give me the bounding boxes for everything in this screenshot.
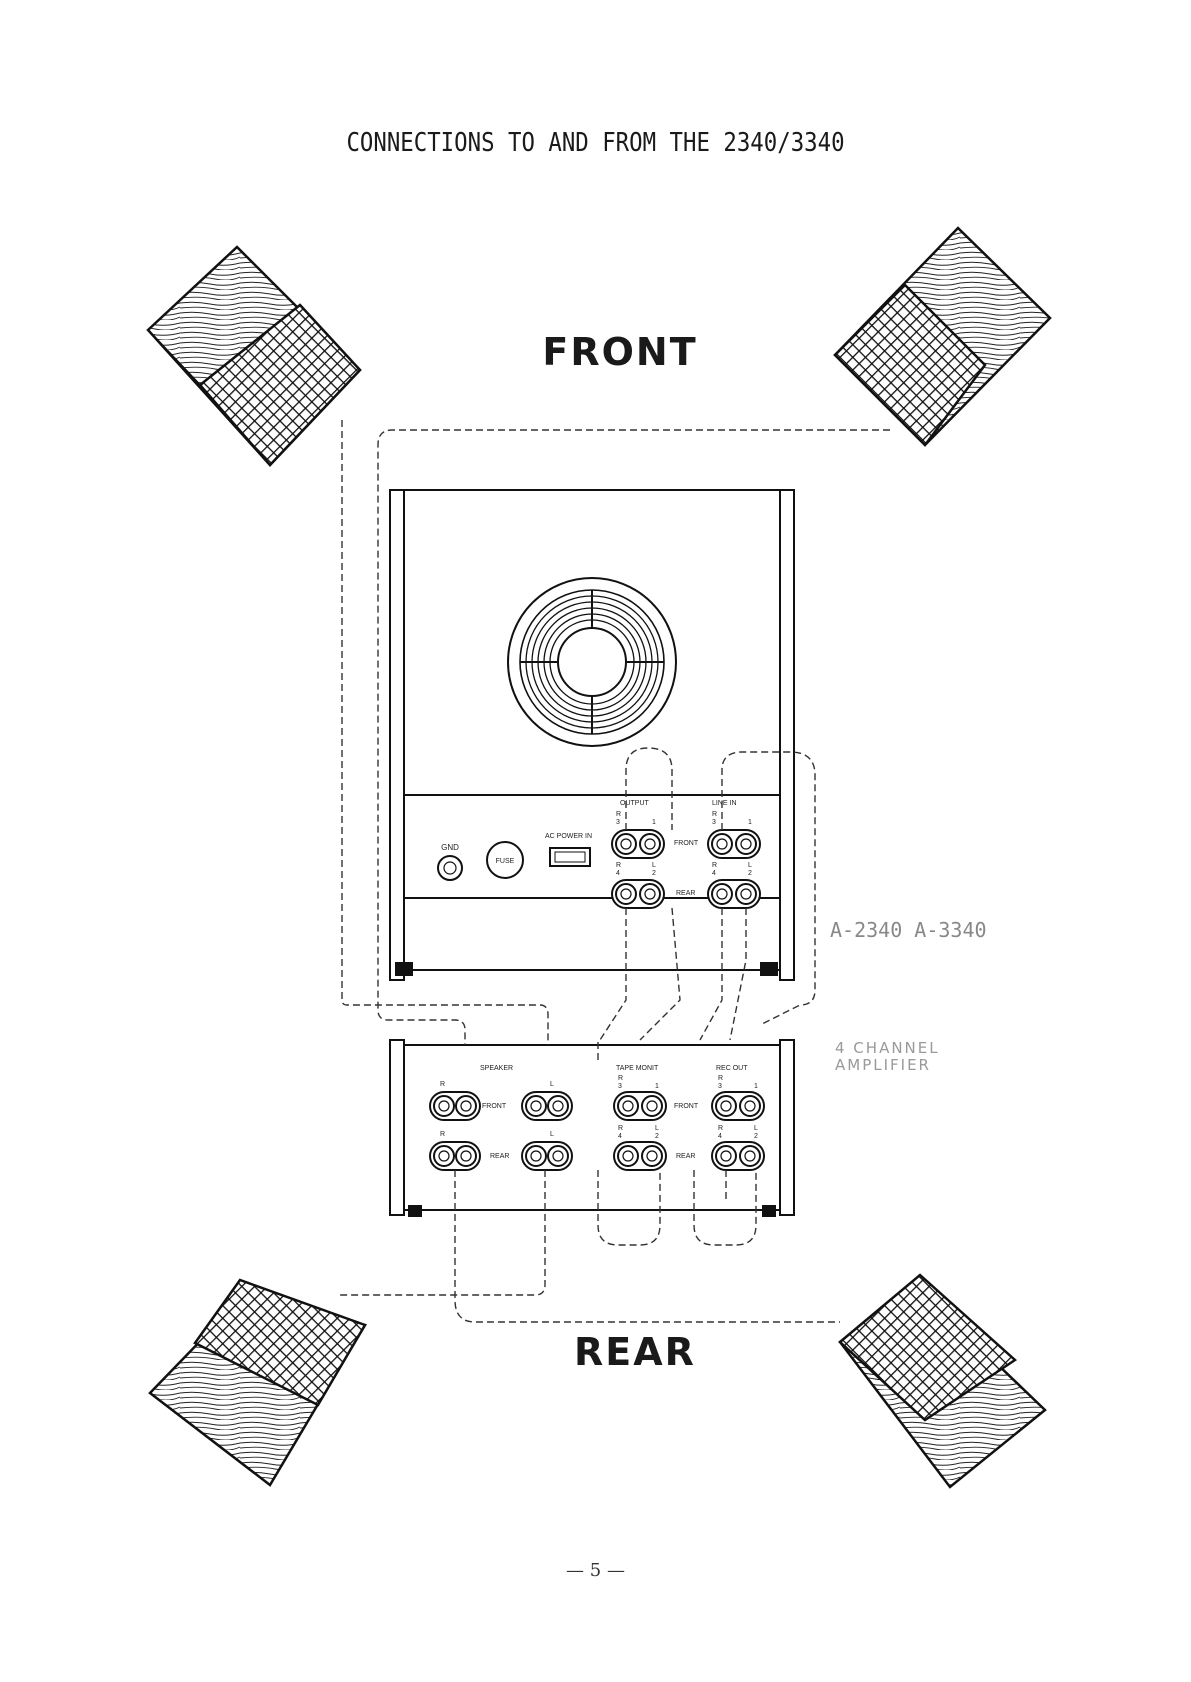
deck-in-r2: R — [712, 862, 717, 869]
speaker-front-left — [148, 247, 360, 465]
deck-front-label: FRONT — [674, 840, 699, 847]
amp-tm-l: L — [655, 1125, 659, 1132]
amp-ro-ch1: 1 — [754, 1083, 758, 1090]
amplifier-label: 4 CHANNEL AMPLIFIER — [835, 1040, 995, 1074]
speaker-rear-right — [840, 1275, 1045, 1487]
deck-in-l: L — [748, 862, 752, 869]
amp-ro-r: R — [718, 1075, 723, 1082]
amp-ro-ch2: 2 — [754, 1133, 758, 1140]
deck-in-ch1: 1 — [748, 819, 752, 826]
amplifier-unit: SPEAKER TAPE MONIT REC OUT R L R 3 1 R 3… — [390, 1040, 794, 1217]
deck-out-r2: R — [616, 862, 621, 869]
amp-spk-r: R — [440, 1081, 445, 1088]
deck-out-l: L — [652, 862, 656, 869]
deck-output-label: OUTPUT — [620, 800, 650, 807]
speaker-front-right — [835, 228, 1050, 445]
amp-rec-out-label: REC OUT — [716, 1065, 748, 1072]
speaker-rear-left — [150, 1280, 365, 1485]
deck-in-ch2: 2 — [748, 870, 752, 877]
tape-reel — [508, 578, 676, 746]
amp-tm-ch1: 1 — [655, 1083, 659, 1090]
model-label: A-2340 A-3340 — [830, 918, 987, 942]
amp-ro-ch4: 4 — [718, 1133, 722, 1140]
fuse-holder: FUSE — [487, 842, 523, 878]
amp-spk-front-label: FRONT — [482, 1103, 507, 1110]
ac-power-inlet: AC POWER IN — [545, 833, 592, 866]
amp-tm-r: R — [618, 1075, 623, 1082]
deck-out-ch4: 4 — [616, 870, 620, 877]
deck-in-ch4: 4 — [712, 870, 716, 877]
amp-tm-front-label: FRONT — [674, 1103, 699, 1110]
fuse-label: FUSE — [496, 858, 515, 865]
amp-spk-r2: R — [440, 1131, 445, 1138]
amp-spk-l2: L — [550, 1131, 554, 1138]
amp-tape-monit-label: TAPE MONIT — [616, 1065, 659, 1072]
deck-rear-label: REAR — [676, 890, 695, 897]
deck-out-ch3: 3 — [616, 819, 620, 826]
amp-tm-r2: R — [618, 1125, 623, 1132]
front-label: FRONT — [520, 330, 720, 374]
rear-label: REAR — [535, 1330, 735, 1374]
page-number: — 5 — — [0, 1560, 1191, 1581]
amp-tm-ch4: 4 — [618, 1133, 622, 1140]
ac-power-label: AC POWER IN — [545, 833, 592, 840]
amp-ro-ch3: 3 — [718, 1083, 722, 1090]
deck-out-r: R — [616, 811, 621, 818]
gnd-label: GND — [441, 843, 459, 852]
amp-ro-l: L — [754, 1125, 758, 1132]
amp-tm-rear-label: REAR — [676, 1153, 695, 1160]
amp-speaker-label: SPEAKER — [480, 1065, 513, 1072]
deck-in-r: R — [712, 811, 717, 818]
amp-tm-ch2: 2 — [655, 1133, 659, 1140]
gnd-terminal: GND — [438, 843, 462, 880]
tape-deck-unit: GND FUSE AC POWER IN OUTPUT LINE IN R 3 … — [390, 490, 794, 980]
amp-spk-rear-label: REAR — [490, 1153, 509, 1160]
amp-ro-r2: R — [718, 1125, 723, 1132]
deck-line-in-label: LINE IN — [712, 800, 737, 807]
amp-tm-ch3: 3 — [618, 1083, 622, 1090]
deck-out-ch2: 2 — [652, 870, 656, 877]
deck-in-ch3: 3 — [712, 819, 716, 826]
deck-out-ch1: 1 — [652, 819, 656, 826]
amp-spk-l: L — [550, 1081, 554, 1088]
